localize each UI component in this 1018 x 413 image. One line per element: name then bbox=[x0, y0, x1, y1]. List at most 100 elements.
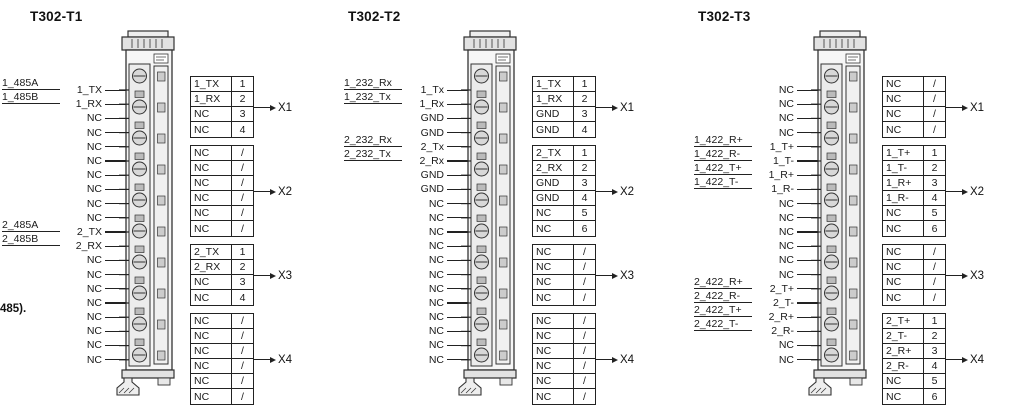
pin-row: NC bbox=[344, 211, 468, 225]
connector-arrow: X1 bbox=[946, 102, 984, 114]
pin-table-x3: NC/NC/NC/NC/ bbox=[532, 244, 596, 306]
pin-cell: 1 bbox=[239, 246, 246, 258]
signal-cell: 2_RX bbox=[533, 161, 574, 175]
signal-cell: GND bbox=[533, 122, 574, 137]
pin-table-row: NC/ bbox=[533, 245, 595, 260]
connector-name: X4 bbox=[278, 353, 293, 366]
terminal-label: 2_R+ bbox=[768, 311, 794, 324]
pin-cell: 4 bbox=[581, 123, 588, 136]
bus-signal-label: 2_422_T- bbox=[694, 319, 752, 332]
pin-table-row: NC/ bbox=[191, 359, 253, 374]
pin-row: 1_422_T+1_R+ bbox=[694, 163, 818, 182]
signal-cell: NC bbox=[533, 221, 574, 236]
pin-row: NC bbox=[2, 310, 126, 324]
signal-cell: NC bbox=[533, 389, 574, 404]
terminal-label: NC bbox=[86, 155, 102, 168]
signal-cell: NC bbox=[883, 107, 924, 121]
arrow-line bbox=[596, 190, 612, 193]
arrow-line bbox=[946, 274, 962, 277]
signal-cell: 1_R- bbox=[883, 191, 924, 205]
terminal-label: NC bbox=[86, 169, 102, 182]
pin-table-row: NC/ bbox=[191, 191, 253, 206]
signal-cell: NC bbox=[533, 329, 574, 343]
pin-cell: / bbox=[583, 375, 586, 387]
pin-row: NC bbox=[344, 239, 468, 253]
pin-row: NC bbox=[2, 211, 126, 225]
terminal-label: NC bbox=[778, 268, 794, 281]
pin-cell: 5 bbox=[931, 375, 938, 387]
pin-row: NC bbox=[694, 353, 818, 367]
wire-line bbox=[447, 359, 468, 361]
signal-cell: NC bbox=[883, 221, 924, 236]
wire-line bbox=[447, 117, 468, 120]
wire-line bbox=[105, 316, 126, 318]
pin-table-row: NC/ bbox=[533, 344, 595, 359]
terminal-label: NC bbox=[86, 353, 102, 366]
wire-line bbox=[447, 132, 468, 134]
pin-row: NC bbox=[694, 253, 818, 267]
pin-table-row: 2_R-4 bbox=[883, 359, 945, 374]
terminal-block-drawing bbox=[114, 30, 182, 402]
wire-line bbox=[797, 117, 818, 120]
pin-cell: / bbox=[241, 222, 244, 235]
signal-cell: NC bbox=[533, 314, 574, 328]
terminal-label: 2_T+ bbox=[769, 282, 794, 295]
terminal-label: NC bbox=[428, 225, 444, 238]
bus-signal-label: 1_485A bbox=[2, 78, 60, 91]
pin-cell: / bbox=[241, 207, 244, 219]
terminal-label: 1_T+ bbox=[769, 140, 794, 153]
pin-cell: / bbox=[241, 177, 244, 189]
pin-row: NC bbox=[344, 197, 468, 211]
pin-cell: 2 bbox=[239, 261, 246, 273]
pin-cell: / bbox=[583, 276, 586, 288]
pin-cell: 6 bbox=[581, 222, 588, 235]
connector-arrow: X2 bbox=[596, 186, 634, 198]
pin-table-x1: NC/NC/NC/NC/ bbox=[882, 76, 946, 138]
arrow-head-icon bbox=[270, 272, 276, 279]
pin-cell: 2 bbox=[931, 330, 938, 342]
pin-table-row: NC 6 bbox=[533, 221, 595, 236]
terminal-label: NC bbox=[778, 197, 794, 210]
signal-cell: 1_TX bbox=[191, 77, 232, 91]
pin-row: NC bbox=[694, 225, 818, 239]
connector-name: X4 bbox=[970, 353, 985, 366]
pin-cell: / bbox=[583, 246, 586, 258]
signal-cell: GND bbox=[533, 107, 574, 121]
signal-cell: NC bbox=[533, 344, 574, 358]
terminal-label: 2_T- bbox=[772, 296, 794, 309]
signal-cell: NC bbox=[533, 374, 574, 388]
pin-row: NC bbox=[694, 197, 818, 211]
signal-cell: 2_TX bbox=[191, 245, 232, 259]
pin-cell: / bbox=[241, 162, 244, 174]
wire-line bbox=[447, 160, 468, 162]
pin-cell: 1 bbox=[581, 78, 588, 90]
wire-line bbox=[447, 259, 468, 261]
terminal-label: NC bbox=[428, 296, 444, 309]
pin-table-row: 1_R-4 bbox=[883, 191, 945, 206]
arrow-head-icon bbox=[270, 104, 276, 111]
pin-table-row: NC/ bbox=[191, 329, 253, 344]
terminal-label: 2_Tx bbox=[420, 140, 444, 153]
pin-cell: / bbox=[933, 276, 936, 288]
pin-cell: 3 bbox=[931, 345, 938, 357]
arrow-line bbox=[254, 106, 270, 109]
signal-cell: 2_R+ bbox=[883, 344, 924, 358]
pin-cell: / bbox=[933, 246, 936, 258]
arrow-head-icon bbox=[612, 356, 618, 363]
pin-table-row: 2_TX 1 bbox=[191, 245, 253, 260]
pin-table-row: NC/ bbox=[533, 275, 595, 290]
pin-cell: / bbox=[583, 291, 586, 304]
pin-row: 1_422_R-1_T- bbox=[694, 149, 818, 168]
terminal-label: NC bbox=[428, 282, 444, 295]
bus-signal-label: 1_422_T+ bbox=[694, 163, 752, 176]
pin-row: GND bbox=[344, 168, 468, 182]
pin-row: NC bbox=[2, 353, 126, 367]
terminal-label: 1_RX bbox=[75, 98, 102, 111]
signal-cell: 2_T+ bbox=[883, 314, 924, 328]
